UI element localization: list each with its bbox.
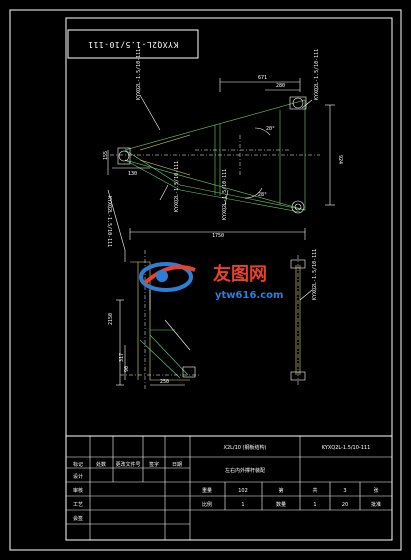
tb-row-label-3: 审核 <box>73 487 83 494</box>
watermark-cn-text: 友图网 <box>213 263 267 285</box>
dim-lower3: 250 <box>160 379 169 385</box>
tb-header-cell-2: 更改文件号 <box>115 461 140 468</box>
tb-sheet-of: 张 <box>373 487 378 494</box>
drawing-number-box <box>67 29 199 59</box>
dim-lower-vert: 2150 <box>108 313 114 325</box>
tb-row-label-2: 设计 <box>73 473 83 480</box>
tb-total-label: 第 <box>278 487 283 494</box>
upper-assembly-view: 671 280 924 20° 28° 155 130 1750 KYXQ2L-… <box>103 49 343 262</box>
dim-angle2: 28° <box>258 192 267 198</box>
dim-overall: 1750 <box>212 233 224 239</box>
watermark-url-text: ytw616.com <box>215 290 283 301</box>
tb-approve-label: 批准 <box>371 501 381 508</box>
tb-header-cell-1: 处数 <box>96 461 106 468</box>
part-label-lower-mid: KYXQ2L-1.5/10-111 <box>222 169 228 220</box>
tb-header-cell-3: 签字 <box>149 461 159 468</box>
dim-lower2: 90 <box>124 366 130 372</box>
tb-weight-value: 102 <box>238 488 248 494</box>
tb-header-cell-4: 日期 <box>172 462 182 468</box>
dim-left2: 130 <box>128 171 137 177</box>
tb-sheet-value: 3 <box>343 488 346 494</box>
tb-code: KYXQ2L-1.5/10-111 <box>322 445 371 451</box>
tb-weight-label: 重量 <box>202 487 212 494</box>
tb-material-title: X2L/10 (钢板结构) <box>224 444 267 451</box>
dim-left1: 155 <box>103 151 109 160</box>
watermark-logo: 友图网 ytw616.com <box>139 262 283 301</box>
part-label-top-right: KYXQ2L-1.5/10-111 <box>314 49 320 100</box>
tb-part-name: 左右内外撑杆装配 <box>225 467 265 474</box>
part-label-mid-upper: KYXQ2L-1.5/10-111 <box>174 161 180 212</box>
part-label-top-left: KYXQ2L-1.5/10-111 <box>136 49 142 100</box>
tb-row-label-5: 会签 <box>73 515 83 522</box>
drawing-number-rotated: KYXQ2L-1.5/10-111 <box>88 40 178 49</box>
tb-sheet-label: 共 <box>312 487 317 494</box>
tb-row-label-4: 工艺 <box>73 502 83 508</box>
tb-scale-value: 1 <box>241 502 244 508</box>
dim-top1: 671 <box>258 75 267 81</box>
tb-count-value: 1 <box>313 502 316 508</box>
lower-assembly-view: 2150 317 90 250 KYXQ2L-1.5/10-111 <box>108 249 318 390</box>
part-label-left-side: KYXQ2L-1.5/10-111 <box>106 196 112 247</box>
outer-frame <box>9 9 402 551</box>
tb-total-value: 20 <box>342 502 348 508</box>
dim-top2: 280 <box>276 83 285 89</box>
dim-angle1: 20° <box>266 126 275 132</box>
part-label-lower-right: KYXQ2L-1.5/10-111 <box>312 249 318 300</box>
dim-lower1: 317 <box>119 353 125 362</box>
title-block: X2L/10 (钢板结构) KYXQ2L-1.5/10-111 左右内外撑杆装配… <box>65 435 393 541</box>
tb-count-label: 数量 <box>276 501 286 508</box>
tb-scale-label: 比例 <box>202 501 212 508</box>
tb-row-label-1: 标记 <box>73 461 83 468</box>
dim-right-vert: 924 <box>337 155 343 164</box>
